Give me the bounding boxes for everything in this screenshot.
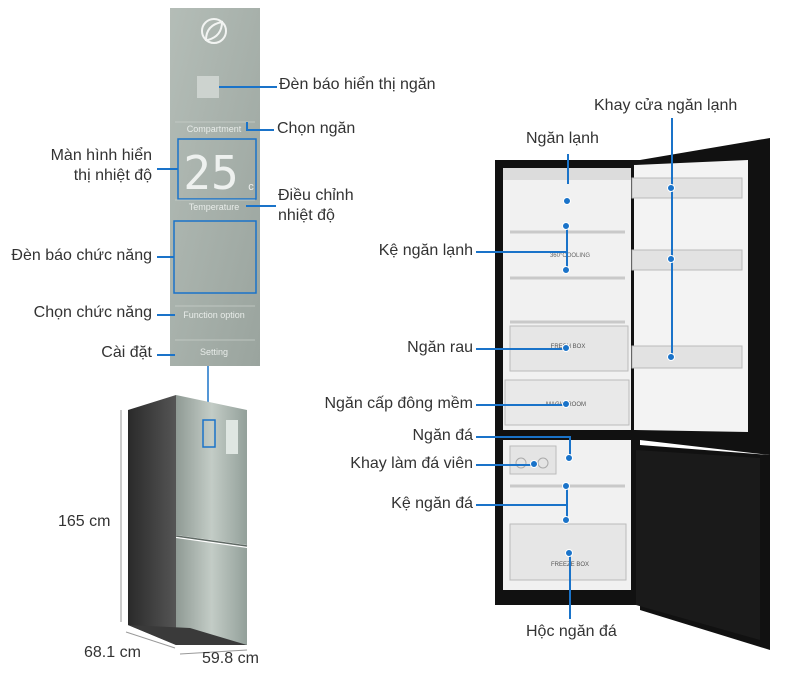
label-temp-display-line1: Màn hình hiển: [50, 147, 152, 164]
label-fridge-shelf: Kệ ngăn lạnh: [378, 242, 473, 259]
dimension-height: 165 cm: [58, 513, 111, 530]
leaf-icon: [201, 18, 227, 44]
label-vegetable-drawer: Ngăn rau: [407, 339, 473, 356]
control-panel: Compartment 25 c Temperature Function op…: [170, 8, 260, 366]
compartment-caption: Compartment: [187, 124, 242, 134]
label-freezer-shelf: Kệ ngăn đá: [391, 495, 473, 512]
door-tray-2: [631, 249, 743, 271]
svg-text:360°COOLING: 360°COOLING: [550, 253, 590, 259]
function-caption: Function option: [183, 310, 245, 320]
label-ice-tray: Khay làm đá viên: [350, 455, 473, 472]
label-setting: Cài đặt: [101, 344, 152, 361]
label-temp-adjust-line1: Điều chỉnh: [278, 187, 354, 204]
label-temp-display-line2: thị nhiệt độ: [73, 167, 152, 184]
door-tray-3: [631, 345, 743, 369]
label-temp-adjust-line2: nhiệt độ: [278, 207, 335, 224]
label-fridge-door-tray: Khay cửa ngăn lạnh: [594, 97, 738, 114]
temperature-digits: 25: [183, 146, 238, 200]
label-temp-display: Màn hình hiển thị nhiệt độ: [51, 146, 152, 186]
label-select-compartment: Chọn ngăn: [277, 120, 356, 137]
open-fridge: 360°COOLING FRESH BOX MAGIC ROOM FREEZE …: [495, 138, 770, 650]
label-indicator-display: Đèn báo hiển thị ngăn: [279, 76, 436, 93]
temperature-caption: Temperature: [189, 202, 240, 212]
setting-caption: Setting: [200, 347, 228, 357]
door-tray-1: [631, 177, 743, 199]
closed-fridge: [128, 395, 248, 645]
fridge-display-panel: [226, 420, 238, 454]
function-indicator-frame: [173, 220, 257, 294]
label-fridge-compartment: Ngăn lạnh: [526, 130, 599, 147]
label-soft-freeze: Ngăn cấp đông mềm: [324, 395, 473, 412]
temperature-display-frame: [177, 138, 257, 200]
label-freezer-drawer: Hộc ngăn đá: [526, 623, 617, 640]
fridge-upper-door: [176, 395, 247, 545]
label-ice-compartment: Ngăn đá: [412, 427, 474, 444]
fridge-side: [128, 395, 176, 645]
fridge-lower-door: [176, 538, 247, 645]
dimension-depth: 68.1 cm: [84, 644, 141, 661]
compartment-indicator-light: [197, 76, 219, 98]
dimension-width: 59.8 cm: [202, 650, 259, 667]
temperature-unit: c: [248, 181, 254, 193]
label-select-function: Chọn chức năng: [33, 304, 152, 321]
label-temp-adjust: Điều chỉnh nhiệt độ: [278, 186, 354, 226]
fridge-panel-highlight: [202, 419, 216, 448]
label-function-indicator: Đèn báo chức năng: [11, 247, 152, 264]
dimension-lines: [120, 410, 248, 655]
